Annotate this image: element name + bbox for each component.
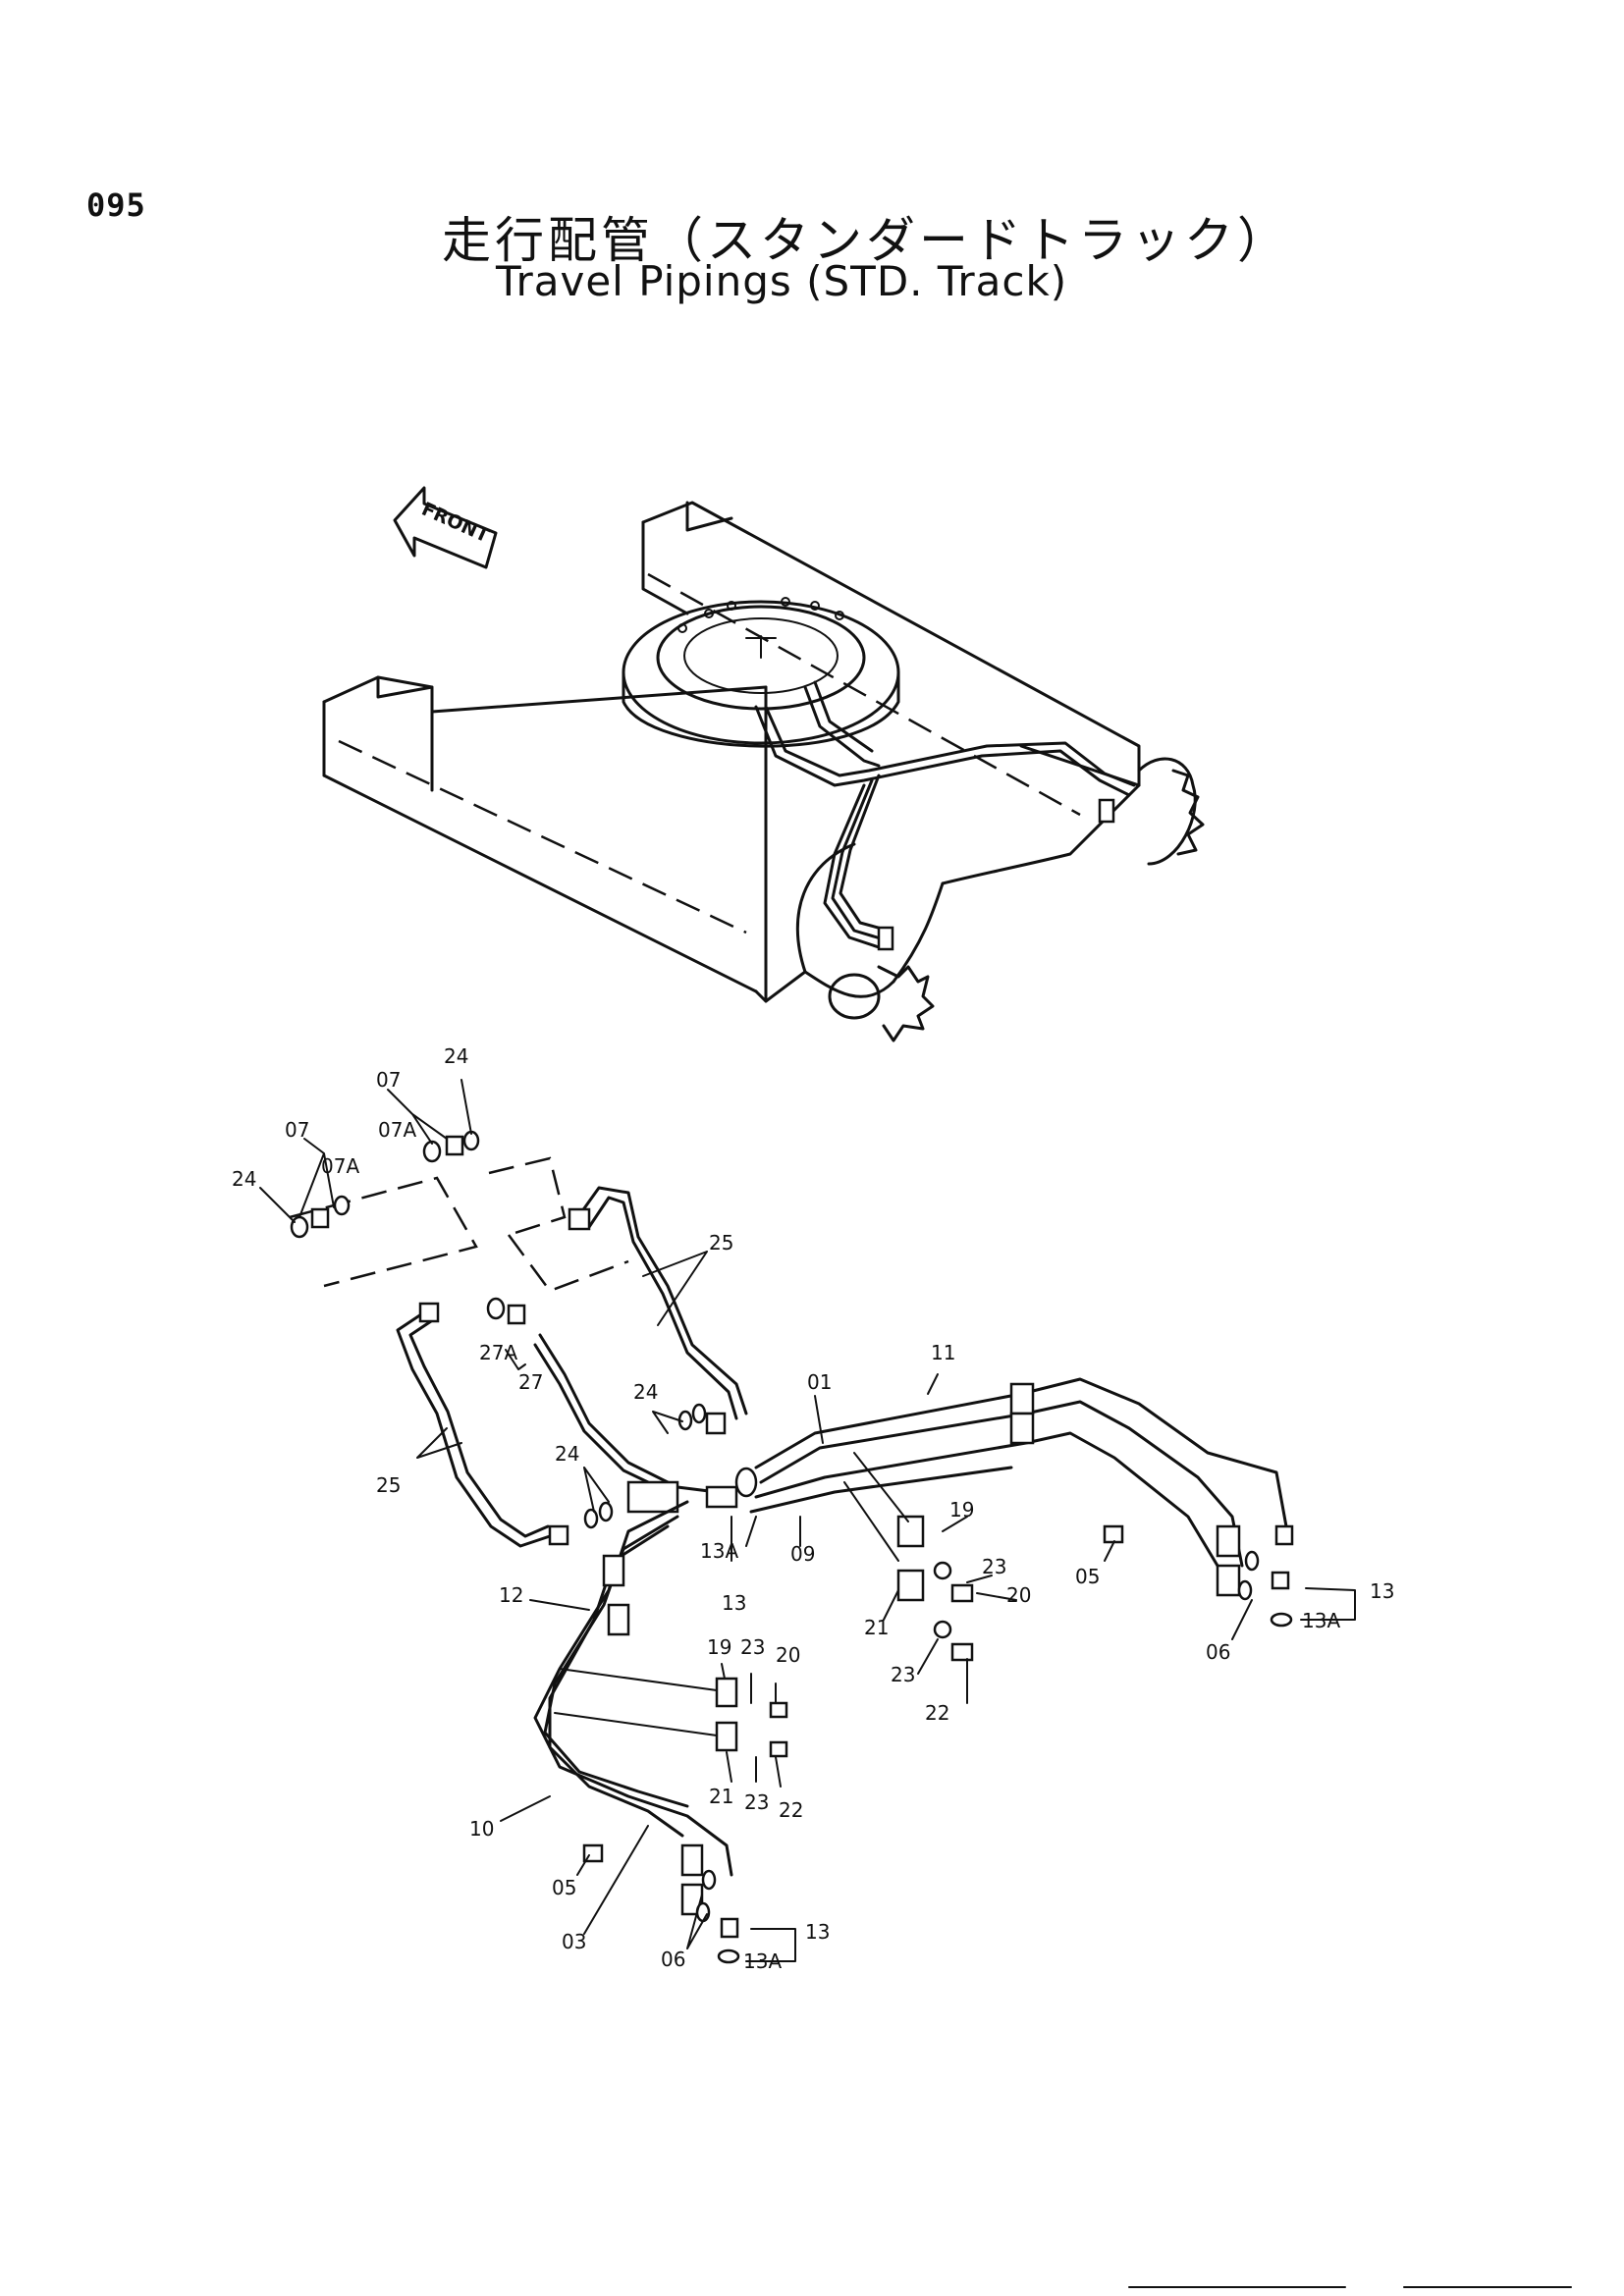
callout-07a-top: 07A — [378, 1118, 416, 1142]
callout-22-mid: 22 — [779, 1798, 803, 1822]
callout-21-right: 21 — [864, 1616, 889, 1639]
callout-24-left: 24 — [232, 1167, 256, 1191]
callout-05-left: 05 — [552, 1876, 576, 1899]
callout-07-top: 07 — [376, 1068, 401, 1092]
title-japanese: 走行配管（スタンダードトラック） — [442, 212, 1290, 269]
callout-13a-bottom: 13A — [743, 1949, 782, 1973]
track-frame — [322, 501, 1205, 1042]
callout-13a-mid: 13A — [700, 1539, 738, 1563]
page-number: 095 — [86, 187, 146, 224]
callout-07-left: 07 — [285, 1118, 309, 1142]
callout-20-mid: 20 — [776, 1643, 800, 1667]
front-arrow: FRONT — [393, 486, 498, 569]
callout-21-mid: 21 — [709, 1785, 733, 1808]
callout-23-mid-b: 23 — [744, 1790, 769, 1814]
callout-09: 09 — [790, 1542, 815, 1566]
callout-06-right: 06 — [1206, 1640, 1230, 1664]
callout-24-mid: 24 — [633, 1380, 658, 1404]
callout-13-right: 13 — [1370, 1579, 1394, 1603]
callout-22-right: 22 — [925, 1701, 949, 1725]
title-english: Travel Pipings (STD. Track) — [496, 257, 1068, 305]
callout-24-low: 24 — [555, 1442, 579, 1466]
callout-27a: 27A — [479, 1341, 517, 1364]
callout-13a-right: 13A — [1302, 1609, 1340, 1632]
callout-19-mid: 19 — [707, 1635, 731, 1659]
callout-23-right-b: 23 — [891, 1663, 915, 1686]
callout-11: 11 — [931, 1341, 955, 1364]
callout-03: 03 — [562, 1930, 586, 1953]
callout-24-top: 24 — [444, 1044, 468, 1068]
exploded-piping: 24 07 07A 07 07A 24 25 27A 27 25 24 24 0… — [232, 1044, 1394, 1973]
front-arrow-label: FRONT — [418, 499, 492, 548]
callout-13-mid: 13 — [722, 1591, 746, 1615]
callout-13-bottom: 13 — [805, 1920, 830, 1944]
callout-25-left: 25 — [376, 1473, 401, 1497]
callout-07a-left: 07A — [321, 1154, 359, 1178]
callout-23-mid-a: 23 — [740, 1635, 765, 1659]
callout-05-right: 05 — [1075, 1565, 1100, 1588]
callout-06-left: 06 — [661, 1948, 685, 1971]
callout-23-right-a: 23 — [982, 1555, 1006, 1578]
callout-12: 12 — [499, 1583, 523, 1607]
callout-27: 27 — [518, 1370, 543, 1394]
callout-25-right: 25 — [709, 1231, 733, 1255]
callout-20-right: 20 — [1006, 1583, 1031, 1607]
callout-19-right: 19 — [949, 1498, 974, 1522]
callout-01: 01 — [807, 1370, 832, 1394]
callout-10: 10 — [469, 1817, 494, 1841]
